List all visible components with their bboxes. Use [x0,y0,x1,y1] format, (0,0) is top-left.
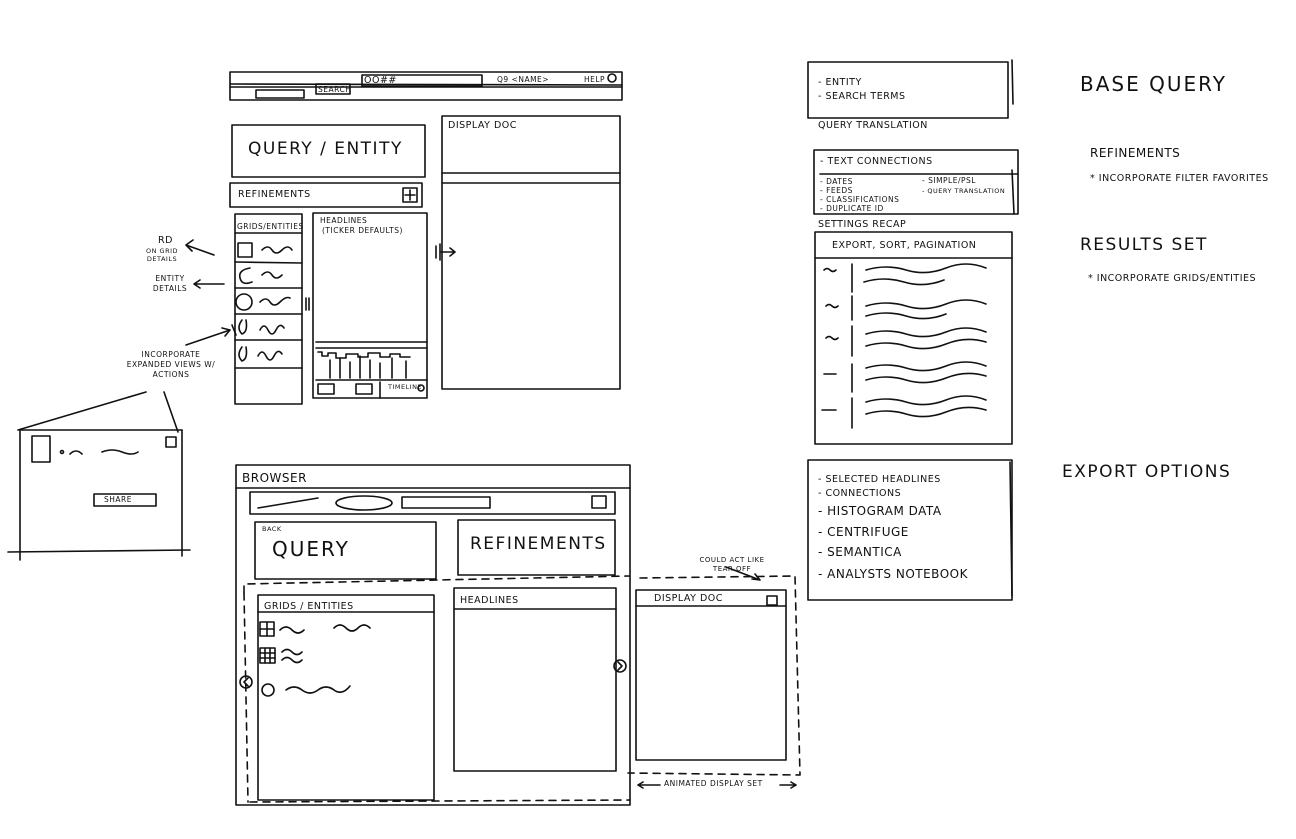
export-semantica: - SEMANTICA [818,545,902,559]
refine-simple-psl: - SIMPLE/PSL [922,176,976,185]
browser-frame [235,464,631,806]
results-header: EXPORT, SORT, PAGINATION [832,240,977,251]
grids-entities-column [234,213,303,405]
query-translation-label: QUERY TRANSLATION [818,120,928,131]
browser-headlines-label: HEADLINES [460,595,519,606]
export-options-heading: EXPORT OPTIONS [1062,462,1232,482]
grids-entities-label: GRIDS/ENTITIES [237,222,304,231]
refine-text-connections: - TEXT CONNECTIONS [820,156,933,167]
tear-off-dashed-region [243,575,801,803]
base-query-heading: BASE QUERY [1080,72,1227,96]
nav-help-link: HELP [584,75,606,84]
tear-off-arrow [725,566,761,581]
browser-refinements-label: REFINEMENTS [470,534,607,554]
expand-arrow [435,243,456,261]
refine-query-translation: - QUERY TRANSLATION [922,187,1006,195]
query-entity-label: QUERY / ENTITY [248,139,403,159]
headlines-sublabel: (TICKER DEFAULTS) [322,226,403,235]
browser-grids-entities-label: GRIDS / ENTITIES [264,601,354,612]
export-options-box [807,459,1013,601]
share-label: SHARE [104,495,132,504]
timeline-label: TIMELINE [388,383,423,391]
base-search-terms-item: - SEARCH TERMS [818,91,906,102]
browser-title: BROWSER [242,471,307,485]
display-doc-panel [441,115,621,390]
results-set-box [814,231,1013,445]
settings-recap-label: SETTINGS RECAP [818,219,907,230]
query-entity-box [231,124,426,178]
rd-annotation: RD [158,235,173,246]
annotation-arrows [17,239,237,433]
refine-feeds: - FEEDS [820,186,853,195]
headlines-column [312,212,428,399]
rd-annotation-sub: ON GRID DETAILS [145,247,179,263]
query-label: QUERY [272,537,350,561]
refine-duplicate-id: - DUPLICATE ID [820,204,884,213]
refine-classifications: - CLASSIFICATIONS [820,195,900,204]
refine-dates: - DATES [820,177,853,186]
refinements-note: * INCORPORATE FILTER FAVORITES [1090,173,1269,184]
browser-display-doc [635,589,787,761]
export-centrifuge: - CENTRIFUGE [818,525,909,539]
browser-display-doc-label: DISPLAY DOC [654,593,723,604]
export-connections: - CONNECTIONS [818,488,902,499]
entity-details-annotation: ENTITY DETAILS [152,274,188,293]
back-label: BACK [262,525,282,533]
display-doc-label: DISPLAY DOC [448,120,517,131]
base-query-box [807,59,1014,119]
expanded-view-sketch [7,429,191,561]
base-entity-item: - ENTITY [818,77,862,88]
refinements-bar [229,182,423,208]
refinements-heading: REFINEMENTS [1090,146,1181,160]
results-set-note: * INCORPORATE GRIDS/ENTITIES [1088,273,1257,284]
nav-user-name: Q9 <NAME> [497,75,550,84]
nav-glyphs: OO## [364,75,397,86]
could-act-annotation: COULD ACT LIKE TEAR OFF [699,556,765,574]
top-nav-bar [229,71,623,101]
results-set-heading: RESULTS SET [1080,235,1208,255]
export-selected-headlines: - SELECTED HEADLINES [818,474,941,485]
nav-search-label: SEARCH [318,85,352,94]
animated-arrows [637,781,797,789]
animated-display-set-label: ANIMATED DISPLAY SET [664,779,763,788]
refinements-box [813,149,1019,215]
incorporate-annotation: INCORPORATE EXPANDED VIEWS W/ ACTIONS [126,350,216,380]
export-analysts-notebook: - ANALYSTS NOTEBOOK [818,567,968,581]
headlines-label: HEADLINES [320,216,368,225]
refinements-label: REFINEMENTS [238,189,311,200]
export-histogram-data: - HISTOGRAM DATA [818,504,942,518]
